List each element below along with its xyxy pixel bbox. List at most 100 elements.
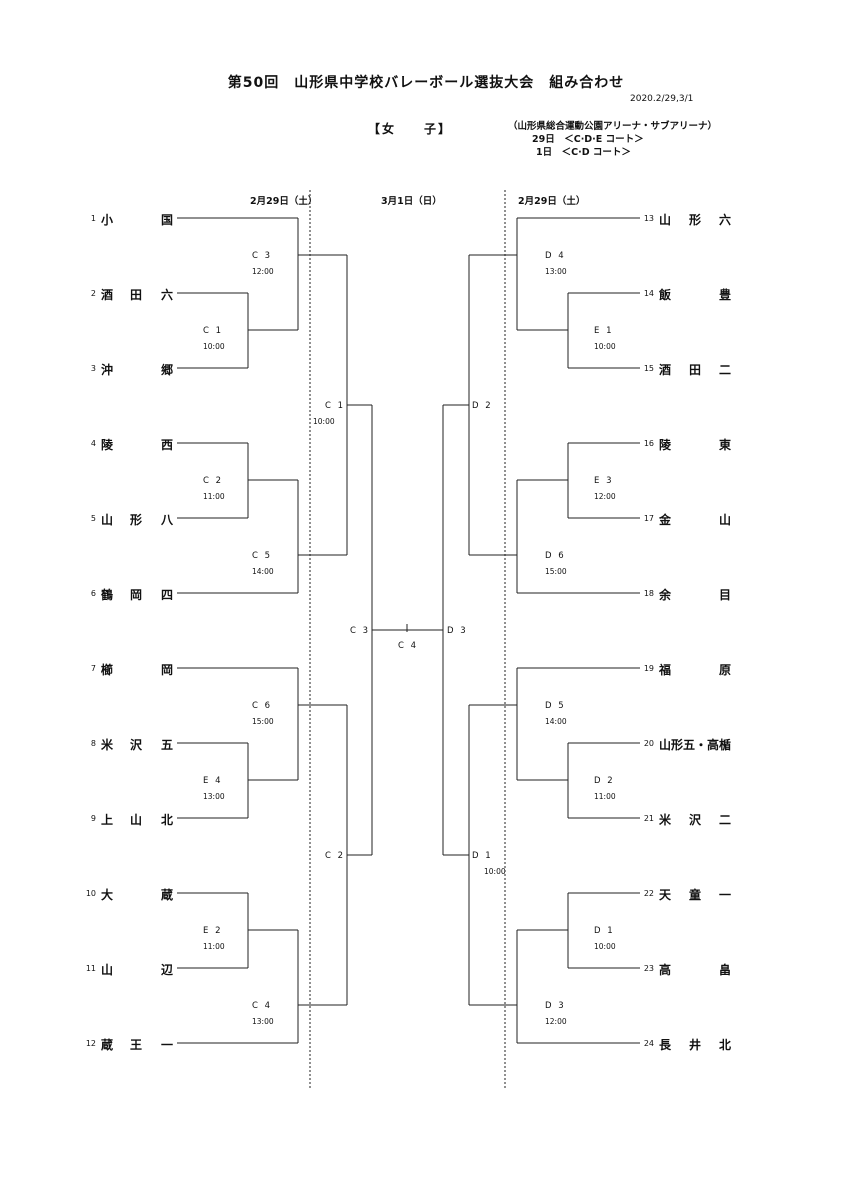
match-court: D 1 [472, 851, 493, 861]
team-name-char: 田 [130, 288, 143, 302]
day-header-center: 3月1日（日） [381, 196, 442, 207]
bracket-r-r3-b [443, 705, 470, 1005]
team-name-char: 豊 [719, 288, 732, 302]
bracket-r-r2-c [469, 668, 518, 780]
team-name-char: 五 [161, 738, 174, 752]
bracket-l-r3-a [346, 255, 372, 555]
team-name-char: 二 [719, 363, 732, 377]
team-name-char: 蔵 [101, 1038, 114, 1052]
category-label: 【女 子】 [368, 122, 453, 136]
match-court: D 2 [594, 776, 615, 786]
team-name-char: 沢 [130, 738, 143, 752]
team-name-char: 山 [659, 213, 672, 227]
bracket-l-r2-b [297, 480, 347, 593]
team-number: 14 [643, 289, 654, 298]
bracket-r-r1-c [517, 743, 569, 818]
team-name: 山形五・高楯 [659, 738, 732, 752]
team-name-char: 郷 [161, 363, 174, 377]
match-court: D 6 [545, 551, 566, 561]
team-name-char: 米 [101, 738, 114, 752]
team-number: 4 [90, 439, 96, 448]
match-court: C 4 [252, 1001, 273, 1011]
bracket-r-r2-d [469, 930, 518, 1043]
team-name-char: 形 [130, 513, 143, 527]
team-name-char: 辺 [161, 963, 174, 977]
match-court: C 5 [252, 551, 273, 561]
match-time: 10:00 [203, 342, 225, 351]
team-number: 19 [643, 664, 654, 673]
bracket-r-r2-b [469, 480, 518, 593]
match-time: 10:00 [484, 867, 506, 876]
team-number: 21 [643, 814, 654, 823]
team-name-char: 小 [101, 213, 114, 227]
match-time: 11:00 [594, 792, 616, 801]
venue-day2: 1日 ＜C·D コート＞ [536, 147, 631, 158]
team-name-char: 飯 [659, 288, 672, 302]
match-time: 14:00 [545, 717, 567, 726]
team-name-char: 北 [161, 813, 174, 827]
team-name-char: 四 [161, 588, 174, 602]
match-court: D 3 [447, 626, 468, 636]
team-number: 20 [643, 739, 654, 748]
venue-name: （山形県総合運動公園アリーナ・サブアリーナ） [508, 121, 718, 132]
team-name-char: 沢 [689, 813, 702, 827]
match-time: 11:00 [203, 942, 225, 951]
venue-info: （山形県総合運動公園アリーナ・サブアリーナ） 29日 ＜C·D·E コート＞ 1… [508, 120, 717, 159]
bracket-l-r2-d [297, 930, 347, 1043]
match-time: 13:00 [545, 267, 567, 276]
team-name-char: 北 [719, 1038, 732, 1052]
bracket-r-r2-a [469, 218, 518, 330]
team-number: 15 [643, 364, 654, 373]
team-name-char: 一 [719, 888, 732, 902]
page-title: 第50回 山形県中学校バレーボール選抜大会 組み合わせ [227, 75, 625, 91]
team-name-char: 目 [719, 588, 732, 602]
team-name-char: 童 [689, 888, 702, 902]
match-court: C 3 [350, 626, 371, 636]
day-header-left: 2月29日（土） [250, 196, 318, 207]
team-name-char: 井 [689, 1038, 702, 1052]
match-court: D 5 [545, 701, 566, 711]
team-name-char: 山 [719, 513, 732, 527]
team-number: 17 [643, 514, 654, 523]
team-number: 9 [90, 814, 96, 823]
team-number: 5 [90, 514, 96, 523]
team-number: 24 [643, 1039, 654, 1048]
match-court: E 3 [594, 476, 614, 486]
team-name-char: 天 [659, 888, 672, 902]
tournament-date: 2020.2/29,3/1 [630, 94, 694, 104]
team-number: 18 [643, 589, 654, 598]
bracket-l-r1-b [247, 443, 298, 518]
team-number: 3 [90, 364, 96, 373]
team-name-char: 長 [659, 1038, 672, 1052]
match-court: C 2 [203, 476, 224, 486]
team-name-char: 山 [101, 513, 114, 527]
match-time: 14:00 [252, 567, 274, 576]
team-number: 13 [643, 214, 654, 223]
team-name-char: 原 [719, 663, 732, 677]
bracket-l-r2-a [297, 218, 347, 330]
team-name-char: 福 [659, 663, 672, 677]
match-time: 10:00 [313, 417, 335, 426]
team-name-char: 岡 [130, 588, 143, 602]
match-time: 15:00 [252, 717, 274, 726]
team-name-char: 酒 [659, 363, 672, 377]
team-number: 2 [90, 289, 96, 298]
bracket-r-r1-b [517, 443, 569, 518]
match-court: C 6 [252, 701, 273, 711]
team-name-char: 畠 [719, 963, 732, 977]
bracket-l-r1-d [247, 893, 298, 968]
team-number: 11 [85, 964, 96, 973]
team-name-char: 山 [130, 813, 143, 827]
bracket-l-r2-c [297, 668, 347, 780]
day-header-right: 2月29日（土） [518, 196, 586, 207]
team-name-char: 余 [659, 588, 672, 602]
team-number: 7 [90, 664, 96, 673]
team-name-char: 東 [719, 438, 732, 452]
team-number: 23 [643, 964, 654, 973]
team-name-char: 西 [161, 438, 174, 452]
team-name-char: 蔵 [161, 888, 174, 902]
match-time: 10:00 [594, 942, 616, 951]
team-number: 12 [85, 1039, 96, 1048]
team-number: 22 [643, 889, 654, 898]
team-name-char: 六 [719, 213, 732, 227]
